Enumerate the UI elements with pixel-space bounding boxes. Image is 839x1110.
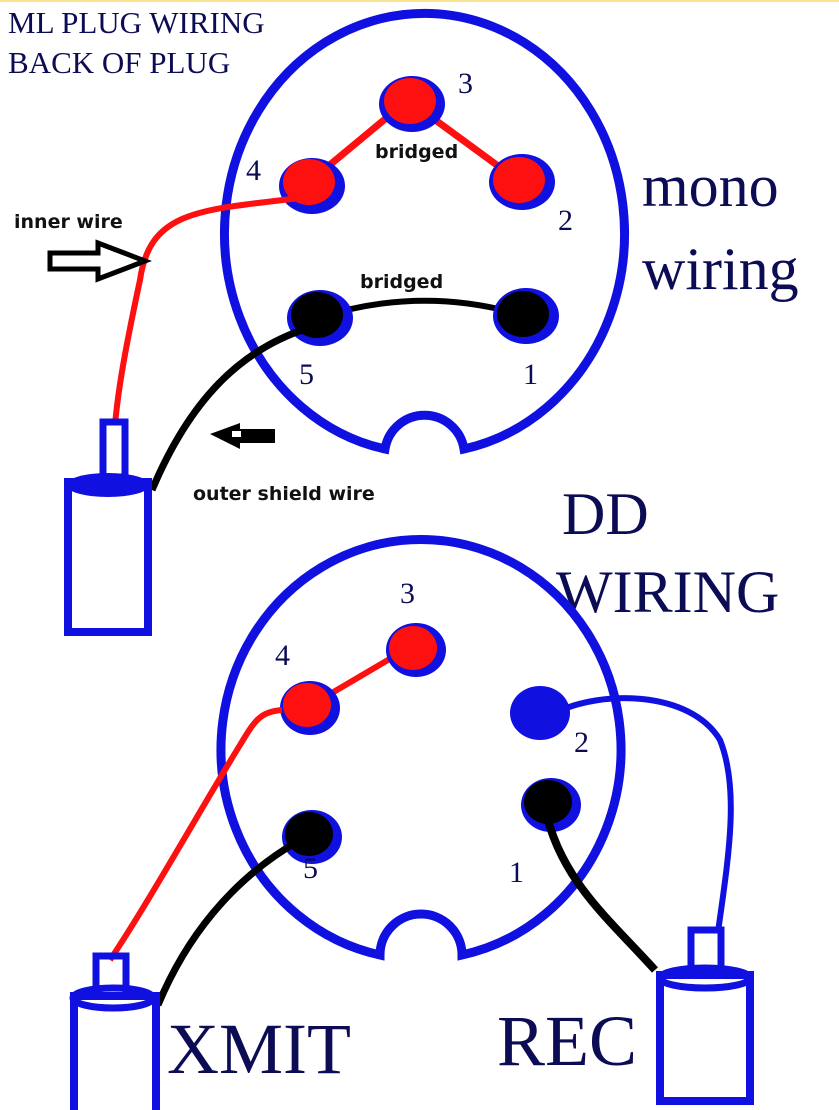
inner-wire-label: inner wire (14, 211, 123, 233)
xmit-connector (69, 952, 160, 1110)
outer-wire-arrow-icon (210, 423, 275, 449)
dd-xmit-inner-wire (107, 707, 283, 962)
mono-label-line-1: mono (642, 153, 779, 219)
mono-bridged-bottom-label: bridged (360, 271, 443, 293)
xmit-label: XMIT (167, 1009, 351, 1089)
dd-pin-3-number: 3 (400, 577, 415, 610)
dd-pin-4 (280, 681, 340, 735)
dd-xmit-shield-wire (154, 836, 302, 1007)
dd-rec-inner-wire (553, 695, 734, 933)
inner-wire-arrow-icon (47, 239, 152, 283)
top-border (0, 0, 839, 2)
mono-connector (64, 418, 152, 636)
dd-pin-2-number: 2 (574, 726, 589, 759)
mono-pin-2 (489, 154, 555, 210)
mono-shield-wire (148, 324, 310, 492)
outer-shield-wire-label: outer shield wire (193, 483, 375, 505)
dd-pin-1-number: 1 (509, 856, 524, 889)
mono-pin-2-number: 2 (558, 204, 573, 237)
dd-rec-shield-wire (541, 807, 658, 973)
mono-pin-4 (279, 158, 345, 214)
dd-pin-4-number: 4 (275, 639, 290, 672)
dd-pin-1 (521, 778, 581, 832)
mono-plug-outline (220, 8, 629, 455)
title-line-1: ML PLUG WIRING (8, 5, 265, 40)
dd-plug-outline (216, 535, 626, 961)
dd-pin-2 (510, 686, 570, 740)
rec-connector (656, 926, 754, 1105)
mono-plug: 3 4 2 5 1 bridged bridged (220, 8, 629, 455)
dd-label-line-1: DD (562, 481, 649, 547)
mono-pin-4-number: 4 (246, 154, 261, 187)
mono-pin-3-number: 3 (458, 67, 473, 100)
dd-plug: 3 4 2 5 1 (216, 535, 626, 961)
dd-pin-5-number: 5 (303, 852, 318, 885)
mono-pin-1 (493, 288, 559, 344)
mono-inner-wire (112, 195, 301, 426)
dd-pin-3 (386, 623, 446, 677)
title-line-2: BACK OF PLUG (8, 45, 230, 80)
mono-pin-1-number: 1 (523, 358, 538, 391)
mono-pin-3 (379, 76, 445, 132)
mono-bridged-top-label: bridged (375, 141, 458, 163)
dd-label-line-2: WIRING (556, 559, 779, 625)
rec-label: REC (497, 1001, 637, 1081)
mono-label-line-2: wiring (642, 236, 799, 302)
mono-pin-5 (287, 290, 353, 346)
mono-pin-5-number: 5 (299, 358, 314, 391)
